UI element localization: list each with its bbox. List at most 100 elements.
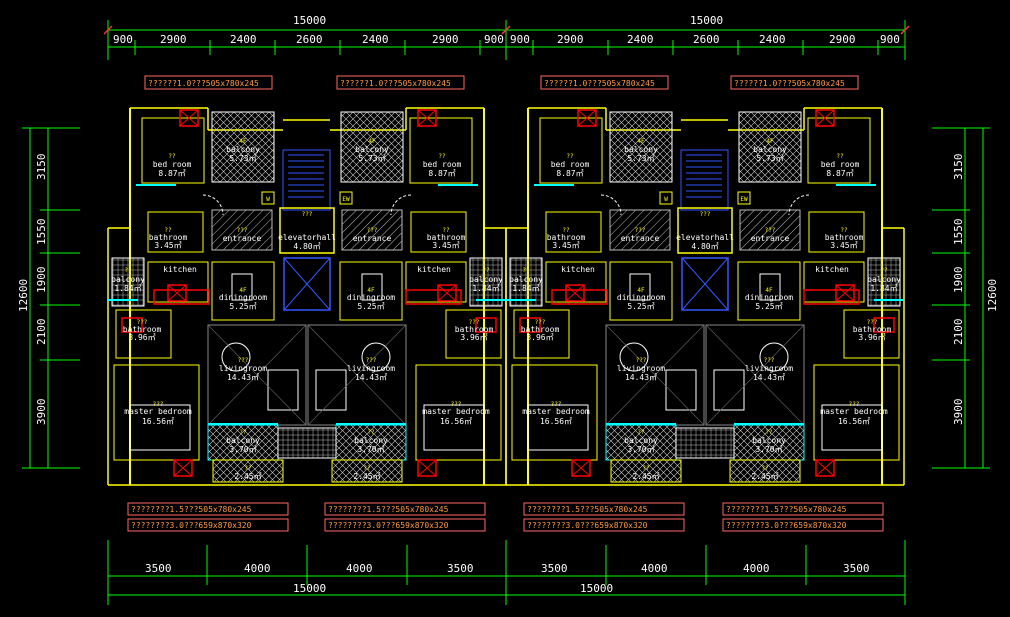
guide-line <box>307 324 407 426</box>
room-label: bathroom <box>455 325 494 334</box>
balcony-bottom <box>605 424 677 461</box>
balcony-top <box>340 111 404 183</box>
balcony-top <box>609 111 673 183</box>
top-seg-dim: 2900 <box>557 33 584 46</box>
room-area-label: 8.87㎡ <box>826 169 853 178</box>
bed <box>423 404 485 451</box>
room-area-label: 16.56㎡ <box>142 417 174 426</box>
balcony-bottom <box>733 424 805 461</box>
master-bedroom <box>113 364 200 461</box>
small-room <box>610 459 682 483</box>
small-room <box>212 459 284 483</box>
bottom-seg-dim: 4000 <box>743 562 770 575</box>
room-area-label: 5.73㎡ <box>756 154 783 163</box>
room-label: bathroom <box>825 233 864 242</box>
room-number-label: ??? <box>849 401 860 408</box>
duct <box>437 284 457 302</box>
duct-x <box>417 109 437 127</box>
master-bedroom <box>415 364 502 461</box>
top-seg-dim: 2400 <box>759 33 786 46</box>
elevator-x <box>681 257 729 311</box>
ew-marker <box>737 191 751 205</box>
bathroom-2 <box>445 309 502 359</box>
room-number-label: ??? <box>765 227 776 234</box>
top-seg-dim: 2900 <box>160 33 187 46</box>
room-label: master bedroom <box>820 407 888 416</box>
top-total-dim-left: 15000 <box>293 14 326 27</box>
room-area-label: 3.70㎡ <box>627 445 654 454</box>
room-label: kitchen <box>163 265 197 274</box>
room-number-label: ?? <box>442 227 450 234</box>
kitchen <box>405 261 467 303</box>
room-number-label: ?? <box>244 465 252 472</box>
bedroom <box>141 117 205 184</box>
duct <box>815 109 835 127</box>
left-total-dim: 12600 <box>17 279 30 312</box>
duct-x <box>835 284 855 302</box>
bathroom <box>808 211 865 253</box>
room-area-label: 3.96㎡ <box>526 333 553 342</box>
right-seg-dim: 2100 <box>952 319 965 346</box>
elevator-shaft <box>681 257 729 311</box>
room-number-label: ??? <box>867 319 878 326</box>
bed <box>821 404 883 451</box>
kitchen <box>147 261 209 303</box>
room-area-label: 1.84㎡ <box>472 284 499 293</box>
room-label: elevatorhall <box>278 233 336 242</box>
bottom-note: ????????3.0???659x870x320 <box>726 521 847 530</box>
w-marker-label: W <box>664 196 668 203</box>
door-swing <box>390 194 412 216</box>
room-number-label: ?? <box>765 429 773 436</box>
bottom-seg-dim: 3500 <box>145 562 172 575</box>
bottom-seg-dim: 4000 <box>244 562 271 575</box>
room-area-label: 3.70㎡ <box>357 445 384 454</box>
top-seg-dim: 900 <box>880 33 900 46</box>
utility <box>277 427 337 459</box>
room-area-label: 8.87㎡ <box>556 169 583 178</box>
room-number-label: ?? <box>562 227 570 234</box>
room-area-label: 3.70㎡ <box>229 445 256 454</box>
room-area-label: 1.84㎡ <box>870 284 897 293</box>
room-label: balcony <box>469 275 503 284</box>
room-number-label: ?? <box>168 153 176 160</box>
top-note: ??????1.0???505x780x245 <box>148 79 259 88</box>
room-area-label: 14.43㎡ <box>227 373 259 382</box>
room-number-label: ??? <box>153 401 164 408</box>
top-note: ??????1.0???505x780x245 <box>734 79 845 88</box>
elevator-shaft <box>283 257 331 311</box>
room-number-label: ??? <box>700 211 711 218</box>
top-note: ??????1.0???505x780x245 <box>340 79 451 88</box>
room-number-label: ??? <box>302 211 313 218</box>
counter <box>551 289 608 305</box>
room-number-label: ??? <box>636 357 647 364</box>
room-number-label: ?? <box>880 267 888 274</box>
top-seg-dim: 2900 <box>432 33 459 46</box>
door-swing <box>202 194 224 216</box>
room-label: balcony <box>867 275 901 284</box>
left-seg-dim: 2100 <box>35 319 48 346</box>
room-label: bathroom <box>123 325 162 334</box>
diningroom <box>737 261 801 321</box>
counter <box>405 289 462 305</box>
dining-table <box>361 273 383 301</box>
right-seg-dim: 1550 <box>952 219 965 246</box>
room-area-label: 8.87㎡ <box>428 169 455 178</box>
elevatorhall <box>677 207 733 254</box>
room-label: bathroom <box>547 233 586 242</box>
room-label: diningroom <box>219 293 267 302</box>
ew-marker-label: EW <box>342 196 350 203</box>
room-label: balcony <box>509 275 543 284</box>
small-room <box>331 459 403 483</box>
room-label: diningroom <box>617 293 665 302</box>
stair <box>680 149 729 211</box>
bathtub <box>519 317 541 333</box>
room-number-label: 4F <box>765 287 773 294</box>
room-label: bed room <box>423 160 462 169</box>
entrance <box>341 209 403 251</box>
room-number-label: ??? <box>469 319 480 326</box>
top-seg-dim: 2400 <box>230 33 257 46</box>
room-area-label: 3.45㎡ <box>154 241 181 250</box>
room-number-label: ?? <box>438 153 446 160</box>
